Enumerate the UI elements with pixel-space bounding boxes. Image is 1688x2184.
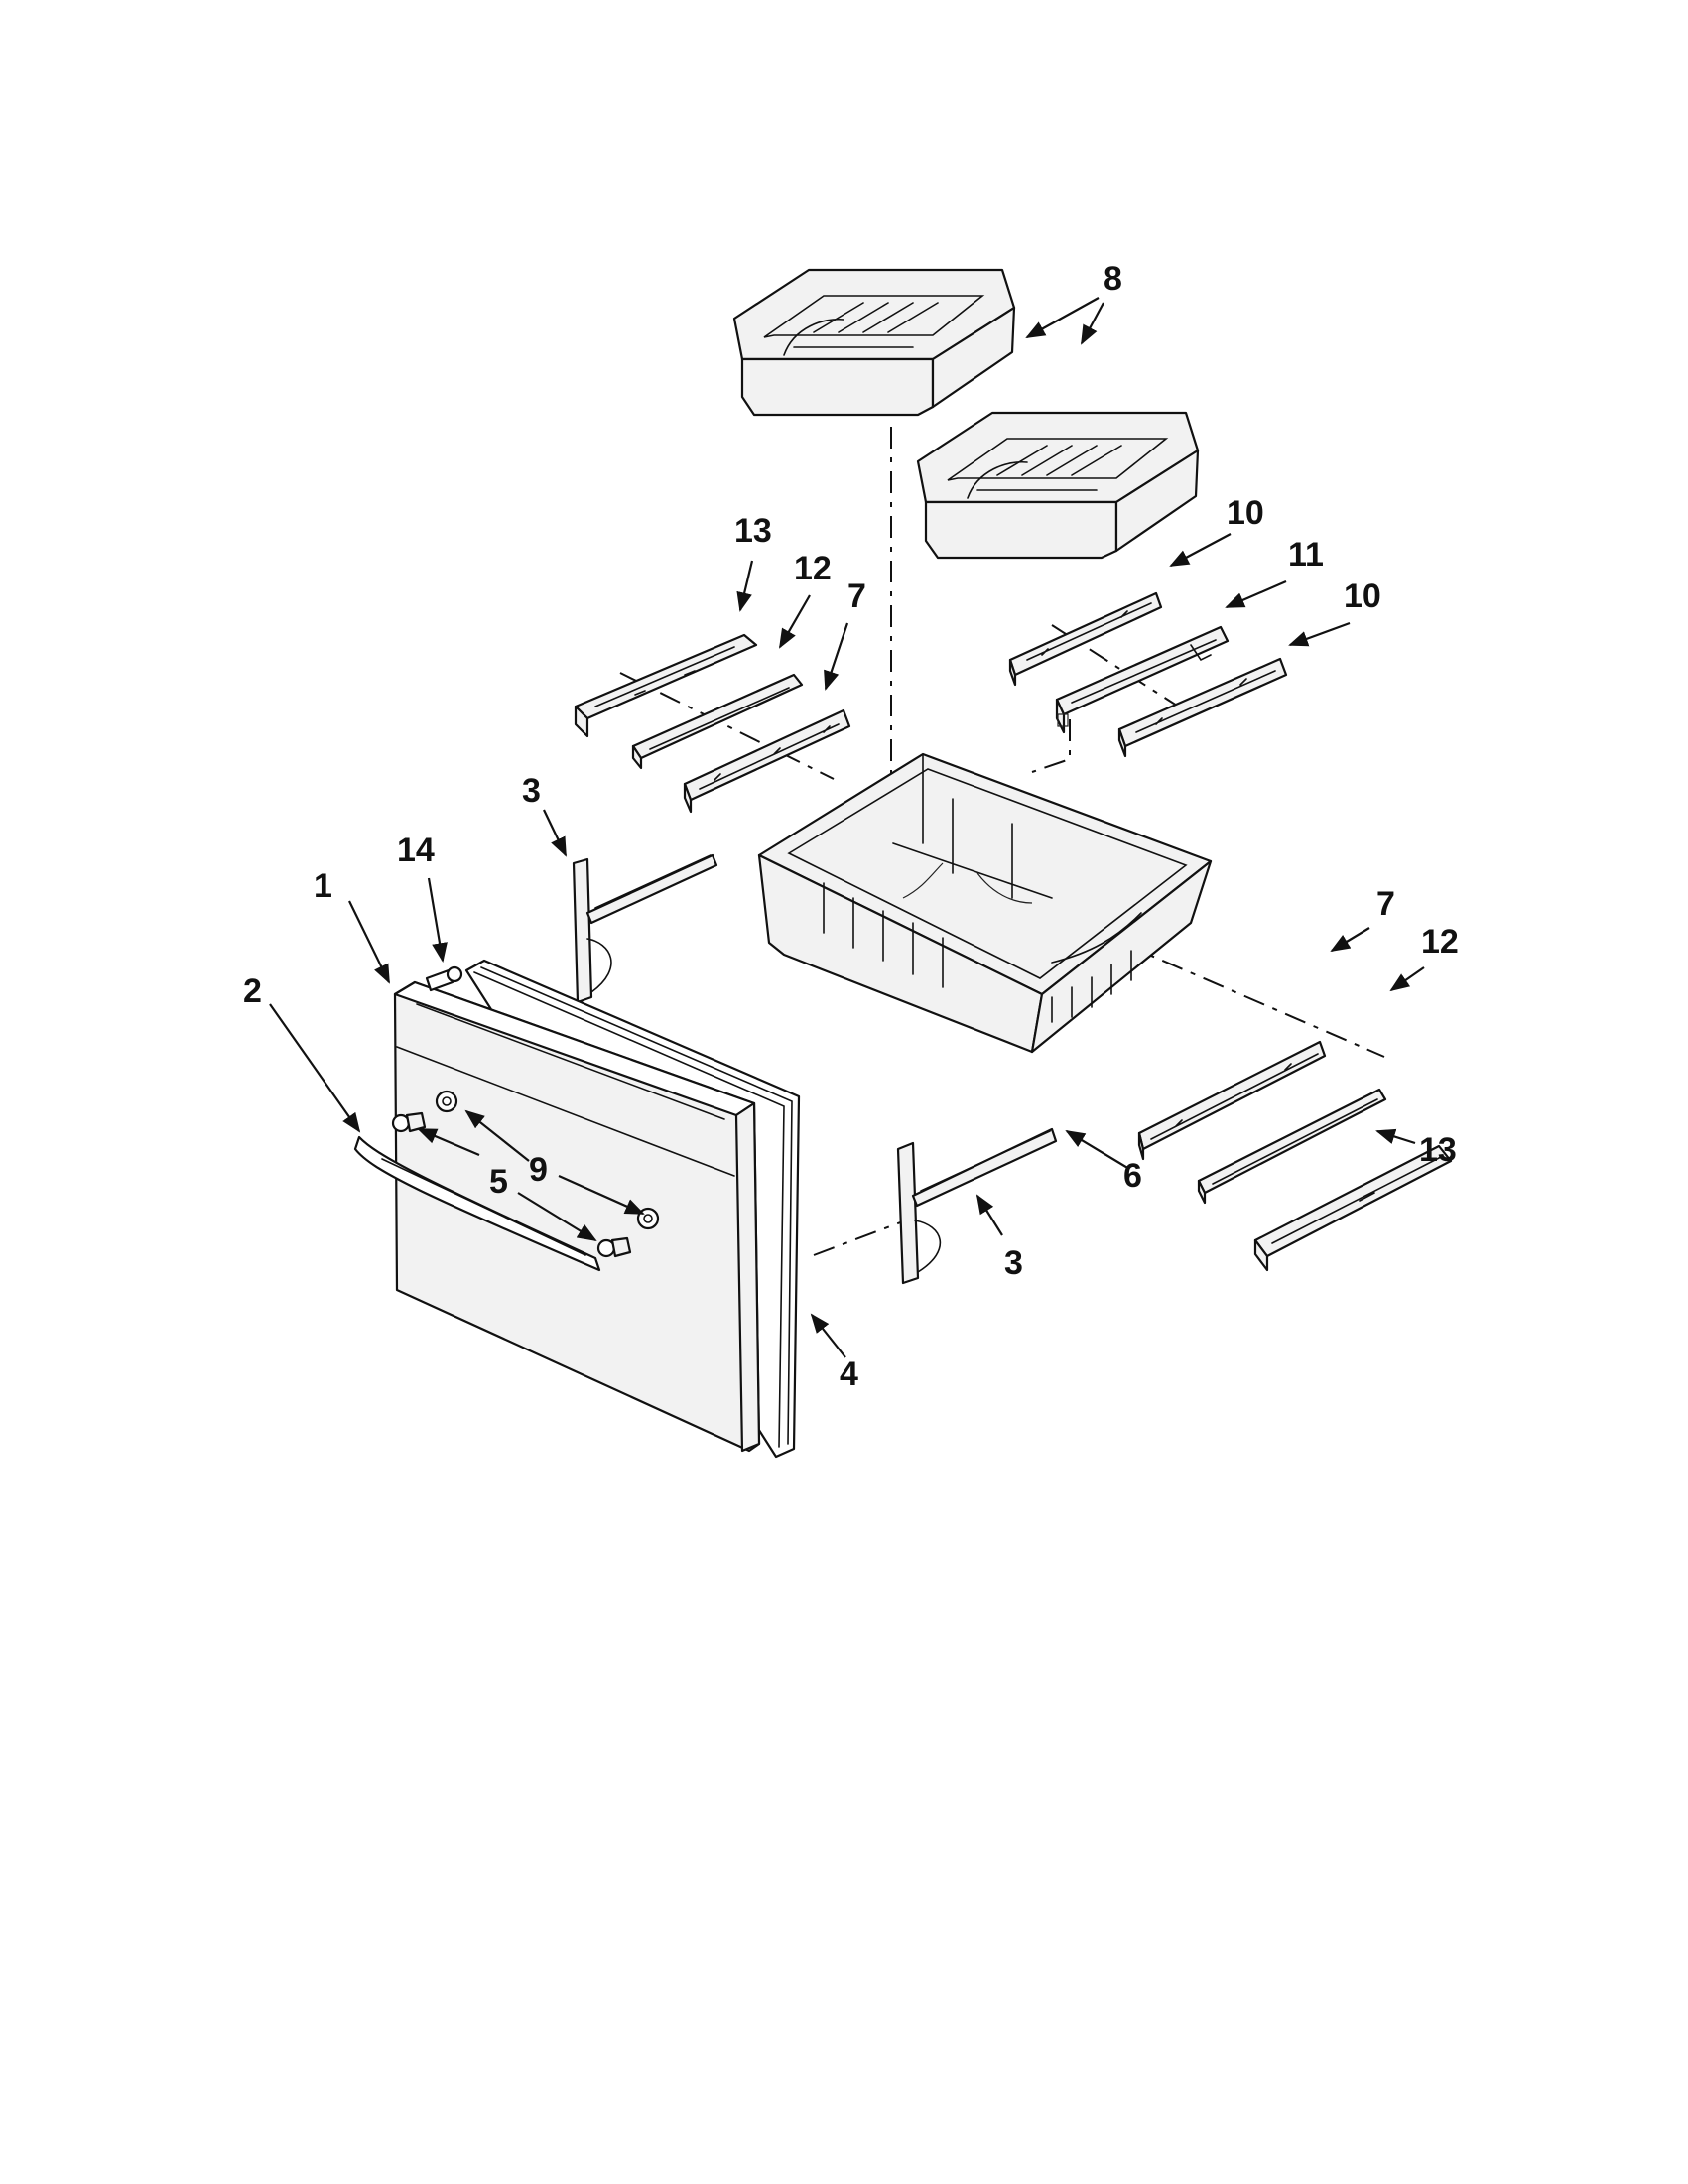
part-5-screw-upper [391,1111,427,1133]
alignment-line-right-lower-rails [1120,942,1385,1058]
callout-leaders [269,297,1425,1358]
alignment-line-bracket [813,1218,912,1256]
callout-12-upper: 12 [794,550,832,587]
callout-3-lower: 3 [1004,1244,1023,1282]
part-8-upper-basket-left [732,268,1016,417]
callout-1: 1 [314,867,332,905]
part-12-rail-right [1197,1088,1387,1205]
part-13-rail-cover-left [574,633,758,738]
part-3-bracket-lower [896,1127,1058,1285]
part-14-pin [425,965,463,992]
part-10-rail-upper [1008,591,1163,687]
part-7-slide-left [683,708,851,814]
alignment-line-left-rails [619,672,835,780]
part-12-rail-left [631,673,804,770]
part-7-slide-right [1137,1040,1327,1161]
callout-8: 8 [1104,260,1122,298]
callout-2: 2 [243,972,262,1010]
callout-4: 4 [840,1355,858,1393]
part-2-door-handle [353,1135,601,1272]
part-9-spacer-upper [435,1090,458,1113]
part-3-bracket-upper [572,853,718,1004]
callout-10-lower: 10 [1344,578,1381,615]
alignment-line-right-rails [1031,624,1192,773]
callout-12-lower: 12 [1421,923,1459,961]
callout-labels: 8 13 12 7 10 11 10 3 14 1 2 9 5 7 12 6 1… [243,260,1459,1393]
part-5-screw-lower [596,1236,632,1258]
part-11-rail-center [1055,625,1230,734]
callout-10-upper: 10 [1227,494,1264,532]
part-10-rail-lower [1117,657,1288,758]
callout-5: 5 [489,1163,508,1201]
callout-13-upper: 13 [734,512,772,550]
callout-6: 6 [1123,1157,1142,1195]
part-6-freezer-basket [757,752,1213,1054]
callout-11: 11 [1288,536,1324,574]
callout-7-upper: 7 [847,578,866,615]
part-8-upper-basket-right [916,411,1200,560]
callout-13-lower: 13 [1419,1131,1457,1169]
callout-7-lower: 7 [1376,885,1395,923]
callout-3-upper: 3 [522,772,541,810]
part-1-door-panel [393,980,761,1453]
callout-14: 14 [397,832,435,869]
callout-9: 9 [529,1151,548,1189]
part-13-rail-cover-right [1253,1144,1453,1272]
